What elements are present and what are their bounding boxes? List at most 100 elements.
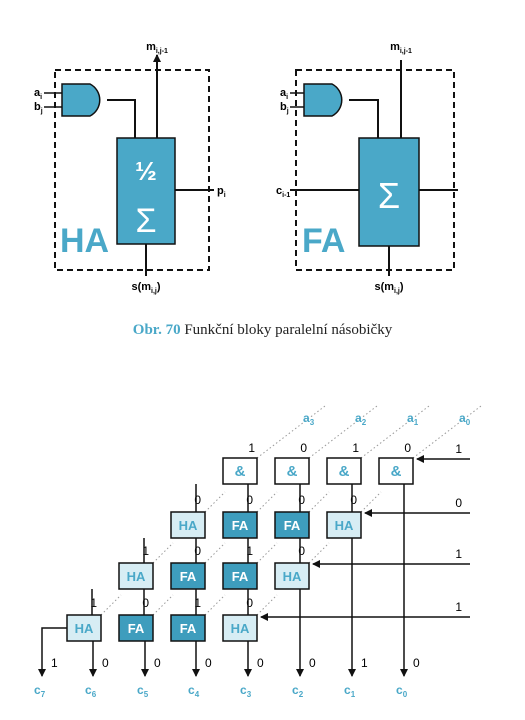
- a-input-label: a0: [459, 411, 471, 427]
- output-label: c4: [188, 683, 200, 699]
- row-top-value: 0: [194, 493, 201, 507]
- b-value-label: 1: [455, 442, 462, 456]
- ha-cell: [170, 511, 206, 539]
- row-top-value: 0: [246, 493, 253, 507]
- output-value: 0: [154, 656, 161, 670]
- figure-caption: Obr. 70 Funkční bloky paralelní násobičk…: [0, 322, 525, 339]
- a-value-label: 1: [352, 441, 359, 455]
- ha-gate-to-sum-line: [107, 99, 136, 138]
- row-top-value: 0: [194, 544, 201, 558]
- figure-number: Obr. 70: [132, 322, 181, 338]
- a-propagation-dotted-line: [308, 491, 330, 513]
- row-top-value: 1: [142, 544, 149, 558]
- a-propagation-dotted-line: [256, 491, 278, 513]
- a-value-label: 0: [404, 441, 411, 455]
- ha-sum-box: [116, 137, 176, 245]
- b-value-label: 0: [455, 496, 462, 510]
- fa-cell: [222, 562, 258, 590]
- row-top-value: 0: [246, 596, 253, 610]
- row-top-value: 0: [350, 493, 357, 507]
- fa-cell: [170, 614, 206, 642]
- fa-cell-label: FA: [232, 569, 249, 584]
- a-propagation-dotted-line: [256, 542, 278, 564]
- fa-cell-label: FA: [284, 518, 301, 533]
- fa-sum-symbol: Σ: [378, 175, 400, 216]
- row-top-value: 0: [298, 544, 305, 558]
- fa-cell-label: FA: [180, 621, 197, 636]
- fa-cell: [222, 511, 258, 539]
- fa-top-input-label: mi,j-1: [390, 41, 412, 55]
- output-label: c0: [396, 683, 408, 699]
- ha-cell: [326, 511, 362, 539]
- ha-cell: [222, 614, 258, 642]
- ha-and-gate: [61, 83, 101, 117]
- a-input-dotted-line: [360, 405, 430, 459]
- and-gate-symbol: &: [235, 463, 246, 480]
- b-value-label: 1: [455, 547, 462, 561]
- ha-cell-label: HA: [75, 621, 94, 636]
- fa-cell-label: FA: [128, 621, 145, 636]
- a-input-label: a1: [407, 411, 419, 427]
- carry-out-line: [38, 627, 67, 677]
- output-label: c5: [137, 683, 149, 699]
- and-gate-cell: [378, 457, 414, 485]
- output-value: 1: [51, 656, 58, 670]
- ha-cell-label: HA: [127, 569, 146, 584]
- a-propagation-dotted-line: [204, 491, 226, 513]
- ha-block-name: HA: [60, 222, 109, 260]
- fa-input-b-label: bj: [280, 101, 289, 115]
- fa-cell: [170, 562, 206, 590]
- and-gate-symbol: &: [391, 463, 402, 480]
- ha-output-p-label: pi: [217, 185, 226, 199]
- output-value: 0: [257, 656, 264, 670]
- a-input-dotted-line: [308, 405, 378, 459]
- a-value-label: 1: [248, 441, 255, 455]
- output-label: c3: [240, 683, 252, 699]
- fa-dashed-border: [295, 69, 455, 271]
- fa-cell-label: FA: [232, 518, 249, 533]
- output-label: c2: [292, 683, 304, 699]
- fa-gate-to-sum-line: [349, 99, 379, 138]
- output-label: c7: [34, 683, 46, 699]
- and-gate-cell: [326, 457, 362, 485]
- a-propagation-dotted-line: [360, 491, 382, 513]
- ha-cell-label: HA: [179, 518, 198, 533]
- output-label: c6: [85, 683, 97, 699]
- ha-sum-symbol: Σ: [135, 202, 156, 240]
- b-value-label: 1: [455, 600, 462, 614]
- a-propagation-dotted-line: [152, 542, 174, 564]
- ha-cell: [118, 562, 154, 590]
- a-propagation-dotted-line: [204, 594, 226, 616]
- ha-block: mi,j-1 ai bj ½ Σ pi s(mi,j) HA: [34, 41, 226, 295]
- a-propagation-dotted-line: [204, 542, 226, 564]
- output-label: c1: [344, 683, 356, 699]
- fa-block-name: FA: [302, 222, 345, 260]
- row-top-value: 0: [142, 596, 149, 610]
- a-input-dotted-line: [256, 405, 326, 459]
- and-gate-cell: [222, 457, 258, 485]
- output-value: 1: [361, 656, 368, 670]
- a-input-label: a3: [303, 411, 315, 427]
- and-gate-cell: [274, 457, 310, 485]
- output-value: 0: [413, 656, 420, 670]
- fa-bottom-output-label: s(mi,j): [374, 281, 403, 295]
- a-input-dotted-line: [412, 405, 482, 459]
- row-top-value: 0: [298, 493, 305, 507]
- and-gate-symbol: &: [287, 463, 298, 480]
- fa-input-a-label: ai: [280, 87, 288, 101]
- ha-top-input-label: mi,j-1: [146, 41, 168, 55]
- fa-cell-label: FA: [180, 569, 197, 584]
- ha-dashed-border: [54, 69, 210, 271]
- output-value: 0: [205, 656, 212, 670]
- a-propagation-dotted-line: [308, 542, 330, 564]
- figure-caption-text: Funkční bloky paralelní násobičky: [180, 322, 393, 338]
- fa-and-gate: [303, 83, 343, 117]
- fa-block: mi,j-1 ai bj Σ ci-1 s(mi,j) FA: [276, 41, 458, 295]
- ha-cell: [274, 562, 310, 590]
- output-value: 0: [309, 656, 316, 670]
- row-top-value: 1: [90, 596, 97, 610]
- ha-cell-label: HA: [335, 518, 354, 533]
- row-top-value: 1: [194, 596, 201, 610]
- a-propagation-dotted-line: [152, 594, 174, 616]
